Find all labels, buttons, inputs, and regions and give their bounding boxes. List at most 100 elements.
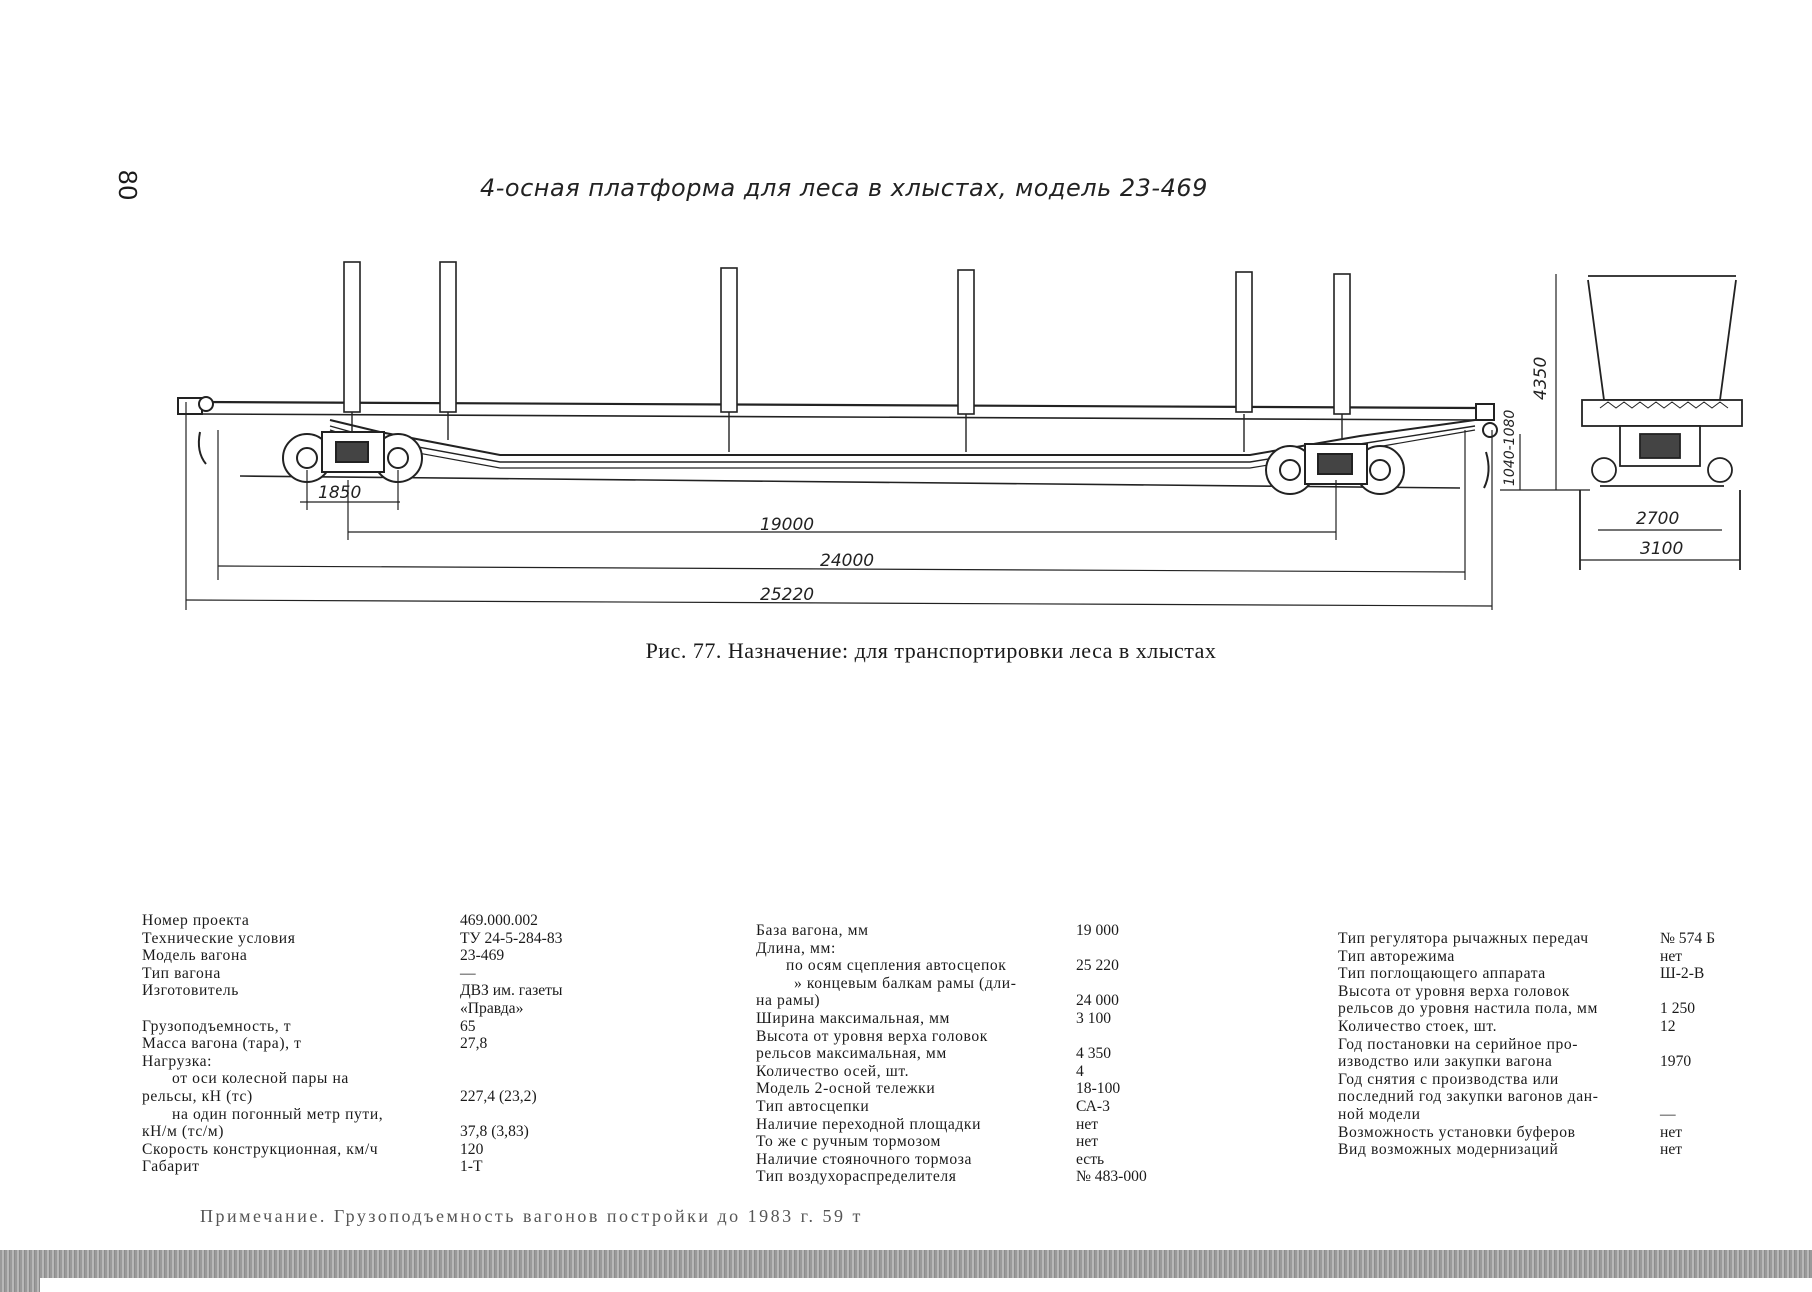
bogie-right	[1265, 443, 1405, 495]
spec-row: Высота от уровня верха головок	[756, 1028, 1176, 1046]
spec-row: Высота от уровня верха головок	[1338, 983, 1718, 1001]
spec-label: Высота от уровня верха головок	[756, 1027, 988, 1045]
frame-top	[199, 400, 1479, 410]
end-view	[1579, 275, 1743, 570]
spec-value: 227,4 (23,2)	[460, 1087, 537, 1105]
spec-value: —	[460, 964, 476, 982]
spec-label: Изготовитель	[142, 982, 239, 1000]
spec-label: Вид возможных модернизаций	[1338, 1141, 1559, 1159]
spec-value: 65	[460, 1017, 476, 1035]
spec-label: на рамы)	[756, 992, 821, 1010]
spec-label: Год постановки на серийное про-	[1338, 1035, 1579, 1053]
spec-label: Тип автосцепки	[756, 1097, 870, 1115]
spec-row: Тип вагона —	[142, 965, 562, 983]
drawing-title: 4-осная платформа для леса в хлыстах, мо…	[480, 174, 1208, 202]
figure-caption: Рис. 77. Назначение: для транспортировки…	[645, 638, 1217, 663]
spec-row: от оси колесной пары на	[142, 1070, 562, 1088]
stanchions	[343, 261, 1351, 415]
spec-row: Год постановки на серийное про-	[1338, 1036, 1718, 1054]
spec-value: 4 350	[1076, 1045, 1112, 1063]
spec-row: ной модели —	[1338, 1106, 1718, 1124]
spec-value: ТУ 24-5-284-83	[460, 929, 563, 947]
spec-value: 37,8 (3,83)	[460, 1123, 529, 1141]
spec-label: на один погонный метр пути,	[172, 1105, 384, 1123]
stanchion-posts	[351, 412, 1343, 452]
footnote: Примечание. Грузоподъемность вагонов пос…	[200, 1206, 863, 1226]
dim-max-width: 3100	[1640, 539, 1683, 559]
dim-track-width: 2700	[1636, 509, 1679, 529]
spec-label: кН/м (тс/м)	[142, 1123, 225, 1141]
spec-label: » концевым балкам рамы (дли-	[794, 974, 1017, 992]
spec-value: нет	[1660, 1141, 1683, 1159]
spec-value: № 483-000	[1076, 1168, 1147, 1186]
spec-value: 1970	[1660, 1053, 1692, 1071]
spec-label: Длина, мм:	[756, 939, 836, 957]
spec-label: Тип вагона	[142, 964, 221, 982]
spec-row: последний год закупки вагонов дан-	[1338, 1088, 1718, 1106]
spec-value: нет	[1660, 947, 1683, 965]
dim-coupler-height: 1040-1080	[1502, 410, 1518, 486]
spec-row: Вид возможных модернизаций нет	[1338, 1141, 1718, 1159]
spec-label: Год снятия с производства или	[1338, 1070, 1559, 1088]
spec-row: Тип регулятора рычажных передач № 574 Б	[1338, 930, 1718, 948]
spec-label: Модель вагона	[142, 947, 248, 965]
dimension-lines	[185, 402, 1493, 610]
spec-label: рельсов максимальная, мм	[756, 1045, 947, 1063]
spec-label: рельсов до уровня настила пола, мм	[1338, 1000, 1598, 1018]
spec-value: 469.000.002	[460, 912, 538, 929]
spec-value: 19 000	[1076, 922, 1119, 939]
spec-row: на один погонный метр пути,	[142, 1106, 562, 1124]
spec-label: Наличие стояночного тормоза	[756, 1150, 972, 1168]
spec-label: от оси колесной пары на	[172, 1070, 349, 1088]
spec-label: ной модели	[1338, 1105, 1421, 1123]
spec-label: Габарит	[142, 1158, 200, 1176]
rail-line	[239, 475, 1461, 489]
spec-value: нет	[1660, 1123, 1683, 1141]
spec-row: Длина, мм:	[756, 940, 1176, 958]
spec-value: есть	[1076, 1150, 1105, 1168]
spec-row: «Правда»	[142, 1000, 562, 1018]
spec-row: на рамы)24 000	[756, 992, 1176, 1010]
spec-label: Скорость конструкционная, км/ч	[142, 1140, 379, 1158]
scan-edge-inner	[40, 1278, 1812, 1292]
spec-value: № 574 Б	[1660, 930, 1716, 947]
wagon-drawing: 1850 19000 24000 25220 4350 1040-1080 27…	[177, 261, 1743, 610]
spec-row: Количество осей, шт.4	[756, 1063, 1176, 1081]
spec-label: по осям сцепления автосцепок	[786, 957, 1007, 975]
spec-value: 4	[1076, 1062, 1084, 1080]
spec-row: Наличие стояночного тормоза есть	[756, 1151, 1176, 1169]
dim-coupling-length: 25220	[760, 585, 814, 605]
spec-value: «Правда»	[460, 999, 524, 1017]
spec-label: изводство или закупки вагона	[1338, 1053, 1553, 1071]
spec-value: нет	[1076, 1115, 1099, 1133]
spec-row: Возможность установки буферов нет	[1338, 1124, 1718, 1142]
spec-label: рельсы, кН (тс)	[142, 1087, 253, 1105]
spec-row: кН/м (тс/м) 37,8 (3,83)	[142, 1123, 562, 1141]
spec-row: рельсы, кН (тс) 227,4 (23,2)	[142, 1088, 562, 1106]
spec-value: ДВЗ им. газеты	[460, 982, 563, 1000]
spec-label: Возможность установки буферов	[1338, 1123, 1576, 1141]
bogie-left	[282, 431, 423, 483]
spec-label: То же с ручным тормозом	[756, 1133, 941, 1151]
spec-row: Изготовитель ДВЗ им. газеты	[142, 982, 562, 1000]
spec-value: Ш-2-В	[1660, 965, 1705, 983]
spec-value: —	[1660, 1105, 1676, 1123]
spec-value: 23-469	[460, 947, 505, 965]
spec-row: Нагрузка:	[142, 1053, 562, 1071]
spec-label: Тип регулятора рычажных передач	[1338, 930, 1589, 947]
